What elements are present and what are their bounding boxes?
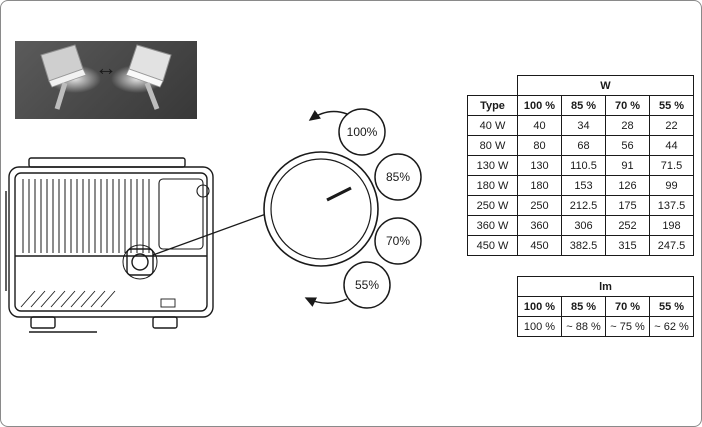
dial-knob-detail	[122, 244, 158, 280]
dial-option-85-label: 85%	[386, 170, 410, 184]
dial-option-70: 70%	[374, 217, 422, 265]
floodlight-dial-diagram: 100% 85% 70% 55%	[5, 108, 422, 333]
table-cell: 100 %	[517, 316, 562, 337]
table-cell: 22	[649, 115, 694, 136]
table-cell: 80	[517, 135, 562, 156]
rotate-arrow-up-icon	[308, 110, 348, 121]
table-cell: 40	[517, 115, 562, 136]
dial-option-100: 100%	[338, 108, 386, 156]
lumen-table-body: 100 %~ 88 %~ 75 %~ 62 %	[517, 316, 694, 337]
dial-option-85: 85%	[374, 153, 422, 201]
floodlight-line-drawing	[5, 157, 214, 333]
table-cell: 450	[517, 235, 562, 256]
table-cell: 247.5	[649, 235, 694, 256]
power-table-header-row: Type 100 % 85 % 70 % 55 %	[467, 95, 694, 116]
column-header-70: 70 %	[605, 95, 650, 116]
table-cell: 34	[561, 115, 606, 136]
left-floodlight	[40, 44, 101, 110]
table-cell: 212.5	[561, 195, 606, 216]
power-table-group-row: W	[468, 75, 694, 96]
table-cell: 110.5	[561, 155, 606, 176]
power-table-unit-header: W	[517, 75, 694, 96]
table-cell: ~ 88 %	[561, 316, 606, 337]
table-cell: 68	[561, 135, 606, 156]
column-header-85: 85 %	[561, 95, 606, 116]
rotary-dial: 100% 85% 70% 55%	[263, 108, 422, 309]
table-cell: 382.5	[561, 235, 606, 256]
power-table-corner-cell	[468, 76, 518, 96]
lumen-table: lm 100 % 85 % 70 % 55 % 100 %~ 88 %~ 75 …	[517, 276, 694, 337]
table-cell: 250 W	[467, 195, 518, 216]
table-cell: 40 W	[467, 115, 518, 136]
table-cell: 56	[605, 135, 650, 156]
lumen-table-header-row: 100 % 85 % 70 % 55 %	[517, 296, 694, 317]
table-cell: 91	[605, 155, 650, 176]
callout-leader-line	[152, 213, 267, 256]
table-cell: 306	[561, 215, 606, 236]
lumen-table-unit-header: lm	[517, 276, 694, 297]
table-cell: 360 W	[467, 215, 518, 236]
column-header-type: Type	[467, 95, 518, 116]
table-cell: 99	[649, 175, 694, 196]
table-cell: 250	[517, 195, 562, 216]
table-cell: 71.5	[649, 155, 694, 176]
lumen-table-group-row: lm	[517, 276, 694, 297]
table-cell: 137.5	[649, 195, 694, 216]
table-row: 100 %~ 88 %~ 75 %~ 62 %	[517, 316, 694, 337]
double-arrow-icon: ↔	[95, 55, 117, 80]
dial-option-55: 55%	[343, 261, 391, 309]
lumen-header-85: 85 %	[561, 296, 606, 317]
lumen-header-55: 55 %	[649, 296, 694, 317]
lumen-header-100: 100 %	[517, 296, 562, 317]
table-cell: 130 W	[467, 155, 518, 176]
table-cell: 198	[649, 215, 694, 236]
beam-direction-inset: ↔	[15, 41, 197, 119]
table-cell: 360	[517, 215, 562, 236]
table-cell: 180 W	[467, 175, 518, 196]
table-cell: 315	[605, 235, 650, 256]
table-cell: 130	[517, 155, 562, 176]
table-cell: ~ 75 %	[605, 316, 650, 337]
column-header-55: 55 %	[649, 95, 694, 116]
table-cell: 153	[561, 175, 606, 196]
column-header-100: 100 %	[517, 95, 562, 116]
table-cell: 80 W	[467, 135, 518, 156]
table-cell: 28	[605, 115, 650, 136]
table-cell: 175	[605, 195, 650, 216]
table-cell: 450 W	[467, 235, 518, 256]
table-cell: 180	[517, 175, 562, 196]
right-floodlight	[111, 44, 172, 110]
beam-direction-graphic: ↔	[40, 44, 172, 110]
dial-option-100-label: 100%	[347, 125, 378, 139]
table-cell: ~ 62 %	[649, 316, 694, 337]
rotate-arrow-down-icon	[304, 297, 348, 307]
lumen-header-70: 70 %	[605, 296, 650, 317]
table-cell: 252	[605, 215, 650, 236]
dial-pointer-mark	[326, 186, 352, 202]
table-cell: 126	[605, 175, 650, 196]
table-cell: 44	[649, 135, 694, 156]
dial-option-55-label: 55%	[355, 278, 379, 292]
dial-option-70-label: 70%	[386, 234, 410, 248]
